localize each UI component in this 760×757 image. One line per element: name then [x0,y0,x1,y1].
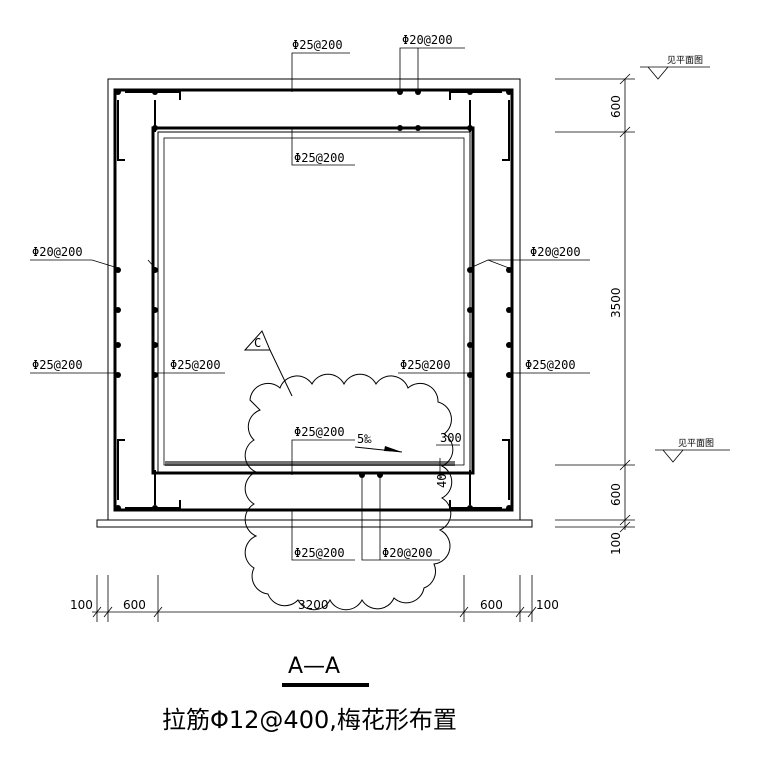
revision-tag: C [254,336,261,350]
rebar-label-left-dist: Φ20@200 [32,245,83,259]
rebar-label-top-outer: Φ25@200 [292,38,343,52]
rebar-label-top-right: Φ20@200 [402,33,453,47]
rebar-label-top-inner: Φ25@200 [294,151,345,165]
revision-cloud [243,330,454,611]
dim-h-clear-span: 3200 [298,598,329,612]
level-ref-bottom: 见平面图 [678,438,714,449]
dim-v-middle: 3500 [609,287,623,318]
rebar-label-bottom-inner: Φ25@200 [294,425,345,439]
level-ref-top: 见平面图 [667,55,703,66]
horizontal-dimension-texts: 100 600 3200 600 100 [70,598,559,612]
dim-h-right-cushion: 100 [536,598,559,612]
rebar-labels: Φ25@200 Φ20@200 Φ25@200 Φ20@200 Φ20@200 … [32,33,581,560]
level-marker-top [640,66,710,80]
dim-v-top: 600 [609,95,623,118]
rebar-label-left-outer: Φ25@200 [32,358,83,372]
slope-label: 5‰ [357,432,372,446]
rebar-label-bottom-dist: Φ20@200 [382,546,433,560]
vertical-dimension-lines [555,73,635,533]
dim-h-left-wall: 600 [123,598,146,612]
outer-rebar-cage [113,88,514,512]
dim-h-left-cushion: 100 [70,598,93,612]
section-title: A—A [288,654,340,679]
horizontal-dimension-lines [92,575,537,622]
inner-cavity-line [163,137,465,466]
inner-cavity-outline [157,131,471,473]
rebar-label-left-inner: Φ25@200 [170,358,221,372]
rebar-label-right-dist: Φ20@200 [530,245,581,259]
reinforcement-note: 拉筋Φ12@400,梅花形布置 [162,706,457,734]
gutter-width: 300 [440,431,462,445]
rebar-label-right-inner: Φ25@200 [400,358,451,372]
gutter-depth: 40 [435,474,449,488]
outer-wall-outline [107,78,521,521]
gutter-dims [436,444,460,480]
dim-h-right-wall: 600 [480,598,503,612]
dim-v-bottom: 600 [609,483,623,506]
bottom-slab-fill [165,461,455,466]
section-title-underline [282,683,369,687]
level-marker-bottom [655,449,730,463]
vertical-dimension-texts: 600 3500 600 100 [609,95,623,555]
rebar-label-right-outer: Φ25@200 [525,358,576,372]
inner-rebar-cage [151,126,475,475]
dim-v-cushion: 100 [609,532,623,555]
base-cushion [96,519,533,528]
rebar-leaders [30,47,590,561]
slope-arrow [354,446,403,453]
rebar-label-bottom-outer: Φ25@200 [294,546,345,560]
box-culvert-structure [96,78,533,528]
